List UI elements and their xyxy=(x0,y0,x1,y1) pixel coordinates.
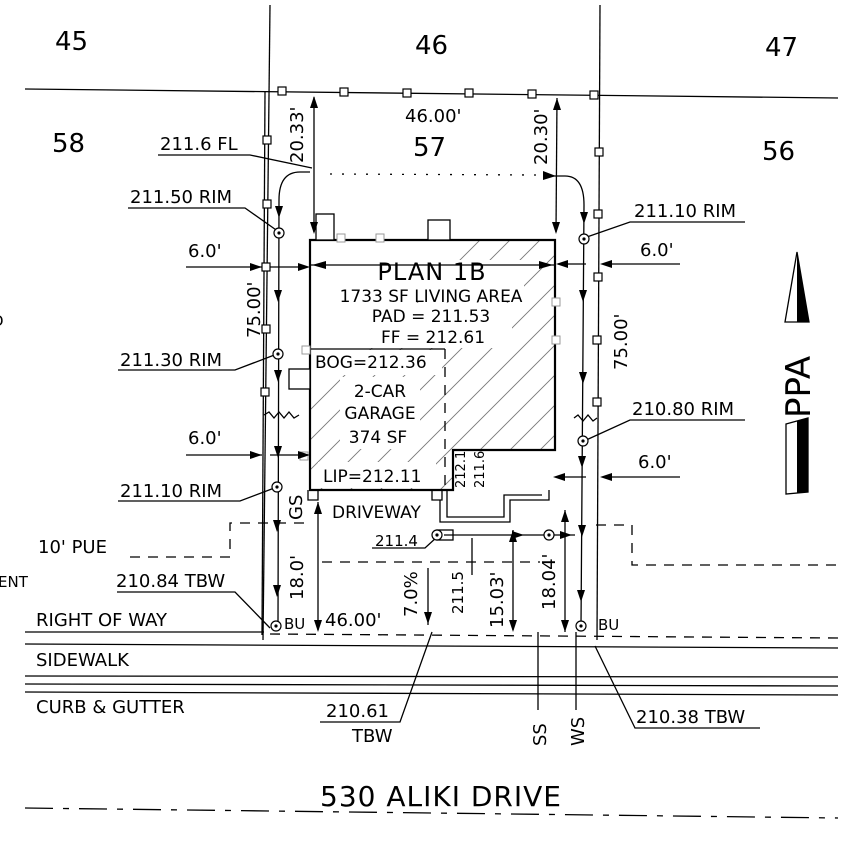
rear-setback-right-dim: 20.30' xyxy=(531,109,552,165)
spot-elevation-211-5: 211.5 xyxy=(449,571,467,614)
bu-right-label: BU xyxy=(598,616,619,634)
living-area: 1733 SF LIVING AREA xyxy=(340,287,523,307)
elevation-labels: 211.6 FL 211.50 RIM 211.30 RIM 211.10 RI… xyxy=(116,134,745,747)
north-arrow: PPA xyxy=(779,251,819,495)
drainage-swale-right xyxy=(444,175,598,626)
dimension-lines xyxy=(186,96,680,632)
easement-lines xyxy=(24,522,839,819)
edge-partial-label: D xyxy=(0,312,4,330)
side-setback-upper-left: 6.0' xyxy=(188,241,222,262)
water-service-label: WS xyxy=(568,717,589,746)
rim-top-right: 211.10 RIM xyxy=(634,201,736,222)
front-width-dim: 46.00' xyxy=(325,610,381,631)
house-annotations: PLAN 1B 1733 SF LIVING AREA PAD = 211.53… xyxy=(315,258,523,523)
driveway-label: DRIVEWAY xyxy=(332,503,421,523)
grade-211-6: 211.6 xyxy=(473,451,488,488)
lot-line-markers xyxy=(260,86,604,407)
front-setback-left: 18.0' xyxy=(287,555,308,600)
lot-45-label: 45 xyxy=(55,27,88,57)
front-setback-right: 18.04' xyxy=(539,554,560,610)
bu-left-label: BU xyxy=(284,615,305,633)
lot-lines xyxy=(24,4,839,641)
north-arrow-text: PPA xyxy=(779,356,819,418)
catch-basin-markers xyxy=(270,227,590,632)
easement-partial-label: ENT xyxy=(0,573,29,591)
gas-service-label: GS xyxy=(286,495,307,520)
leader-lines xyxy=(117,154,760,729)
sidewalk-label: SIDEWALK xyxy=(36,650,130,671)
lot-57-label: 57 xyxy=(413,133,446,163)
pue-label: 10' PUE xyxy=(38,537,107,558)
drainage-swale-left xyxy=(263,171,310,626)
rear-grade-line xyxy=(329,173,541,176)
front-setback-mid: 15.03' xyxy=(487,572,508,628)
spot-elevation-211-4: 211.4 xyxy=(375,532,418,550)
depth-left-dim: 75.00' xyxy=(244,282,265,338)
lot-58-label: 58 xyxy=(52,129,85,159)
fl-elevation: 211.6 FL xyxy=(160,134,238,155)
utility-laterals xyxy=(537,632,577,710)
footprint-hatch xyxy=(310,240,555,490)
side-setback-upper-right: 6.0' xyxy=(640,240,674,261)
grade-212-1: 212.1 xyxy=(454,451,469,488)
tbw-mid-label: TBW xyxy=(351,726,393,747)
side-setback-lower-right: 6.0' xyxy=(638,452,672,473)
rear-setback-left-dim: 20.33' xyxy=(287,107,308,163)
pad-elevation: PAD = 211.53 xyxy=(372,307,490,327)
garage-line-2: GARAGE xyxy=(344,404,415,424)
sewer-service-label: SS xyxy=(530,723,551,746)
garage-area: 374 SF xyxy=(349,428,407,448)
bog-elevation: BOG=212.36 xyxy=(315,353,427,373)
curb-gutter-label: CURB & GUTTER xyxy=(36,697,185,718)
rear-width-dim: 46.00' xyxy=(405,106,461,127)
lip-elevation: LIP=212.11 xyxy=(323,467,421,487)
lot-56-label: 56 xyxy=(762,137,795,167)
driveway-slope: 7.0% xyxy=(401,571,422,617)
rim-bottom-right: 210.80 RIM xyxy=(632,399,734,420)
garage-line-1: 2-CAR xyxy=(354,382,406,402)
lot-46-label: 46 xyxy=(415,31,448,61)
house-footprint xyxy=(288,213,561,492)
rear-flow-arrow xyxy=(543,171,556,180)
lot-47-label: 47 xyxy=(765,33,798,63)
dimension-labels: 46.00' 20.33' 20.30' 75.00' 75.00' 6.0' … xyxy=(188,106,674,631)
rim-top-left: 211.50 RIM xyxy=(130,187,232,208)
site-labels: 10' PUE ENT RIGHT OF WAY SIDEWALK CURB &… xyxy=(0,312,619,746)
tbw-mid-value: 210.61 xyxy=(326,701,389,722)
tbw-left: 210.84 TBW xyxy=(116,571,225,592)
rim-middle-left: 211.30 RIM xyxy=(120,350,222,371)
right-of-way-label: RIGHT OF WAY xyxy=(36,610,168,631)
tbw-right: 210.38 TBW xyxy=(636,707,745,728)
side-setback-lower-left: 6.0' xyxy=(188,428,222,449)
lot-numbers: 45 46 47 58 57 56 xyxy=(52,27,798,167)
street-name: 530 ALIKI DRIVE xyxy=(320,780,562,813)
finished-floor: FF = 212.61 xyxy=(381,328,485,348)
depth-right-dim: 75.00' xyxy=(611,314,632,370)
plan-name: PLAN 1B xyxy=(377,258,486,286)
rim-bottom-left: 211.10 RIM xyxy=(120,481,222,502)
